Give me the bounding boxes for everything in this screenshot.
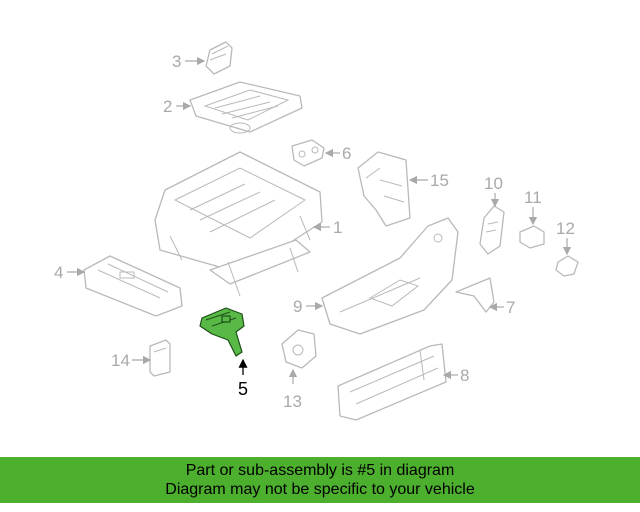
callout-14[interactable]: 14	[111, 351, 152, 370]
callout-10[interactable]: 10	[484, 174, 503, 208]
svg-text:12: 12	[556, 219, 575, 238]
part-4-rail[interactable]	[83, 255, 183, 317]
banner-line-2: Diagram may not be specific to your vehi…	[165, 481, 475, 498]
svg-text:11: 11	[524, 188, 542, 207]
svg-text:9: 9	[293, 297, 302, 316]
svg-text:14: 14	[111, 351, 130, 370]
part-8-lower-cover[interactable]	[337, 343, 447, 421]
part-14-block[interactable]	[149, 339, 171, 377]
part-2-seat-suspension[interactable]	[189, 81, 303, 134]
svg-text:1: 1	[333, 218, 342, 237]
part-3-cap[interactable]	[205, 41, 233, 75]
parts-diagram: 3 2 6 1 15	[54, 41, 579, 421]
callout-11[interactable]: 11	[524, 188, 542, 226]
callout-3[interactable]: 3	[172, 52, 206, 71]
callout-6[interactable]: 6	[324, 144, 351, 163]
part-5-highlighted-bracket[interactable]	[199, 307, 245, 357]
callout-7[interactable]: 7	[488, 298, 515, 317]
info-banner: Part or sub-assembly is #5 in diagram Di…	[0, 457, 640, 503]
part-9-side-shield[interactable]	[321, 217, 459, 335]
svg-text:6: 6	[342, 144, 351, 163]
svg-text:5: 5	[238, 379, 248, 399]
callout-13[interactable]: 13	[283, 368, 302, 411]
svg-text:7: 7	[506, 298, 515, 317]
callout-5[interactable]: 5	[238, 358, 248, 399]
part-1-seat-track[interactable]	[154, 151, 323, 297]
callout-9[interactable]: 9	[293, 297, 324, 316]
part-13-bracket[interactable]	[281, 329, 317, 369]
part-10-knob[interactable]	[479, 205, 505, 255]
svg-text:3: 3	[172, 52, 181, 71]
banner-line-1: Part or sub-assembly is #5 in diagram	[185, 462, 455, 479]
callout-15[interactable]: 15	[408, 171, 449, 190]
svg-text:4: 4	[54, 263, 63, 282]
svg-text:8: 8	[460, 366, 469, 385]
part-15-panel[interactable]	[357, 151, 411, 227]
svg-text:10: 10	[484, 174, 503, 193]
part-6-bracket[interactable]	[291, 139, 325, 167]
svg-text:13: 13	[283, 392, 302, 411]
callout-12[interactable]: 12	[556, 219, 575, 256]
callout-1[interactable]: 1	[312, 218, 342, 237]
svg-text:2: 2	[163, 97, 172, 116]
callout-2[interactable]: 2	[163, 97, 192, 116]
svg-text:15: 15	[430, 171, 449, 190]
part-7-trim[interactable]	[455, 277, 495, 313]
callout-8[interactable]: 8	[442, 366, 469, 385]
part-12-clip[interactable]	[555, 255, 579, 277]
part-11-fastener[interactable]	[519, 225, 545, 249]
callout-4[interactable]: 4	[54, 263, 86, 282]
